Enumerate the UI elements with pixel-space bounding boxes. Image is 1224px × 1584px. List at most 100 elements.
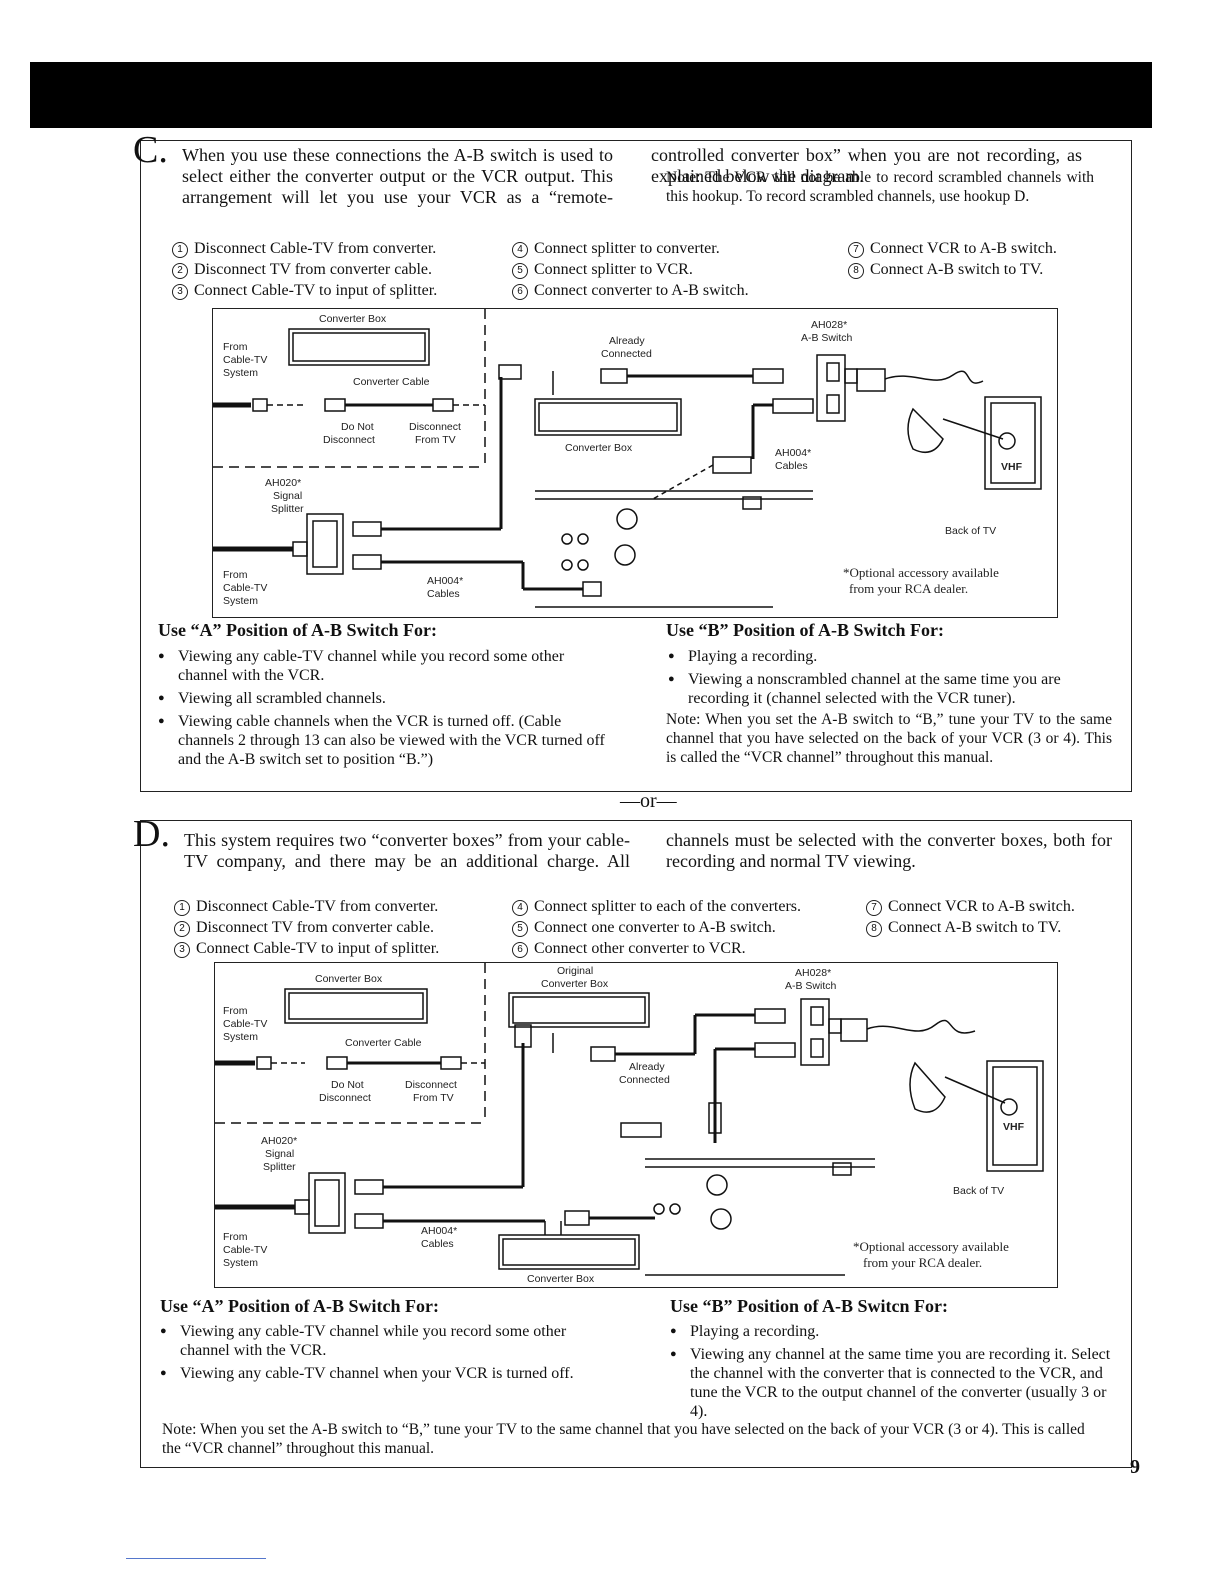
diag-c-from-cable-3: System <box>223 367 259 379</box>
diag-d-ah004-2: Cables <box>421 1238 454 1250</box>
list-item: Viewing any cable-TV channel while you r… <box>160 1322 612 1360</box>
list-item: Viewing a nonscrambled channel at the sa… <box>668 670 1112 708</box>
diag-d-ab-2: A-B Switch <box>785 980 837 992</box>
diag-d-do-not-1: Do Not <box>331 1079 364 1091</box>
diag-d-already-2: Connected <box>619 1074 670 1086</box>
diag-d-converter-box-bottom: Converter Box <box>527 1273 595 1285</box>
list-item: Playing a recording. <box>668 647 1112 666</box>
diag-d-original-2: Converter Box <box>541 978 609 990</box>
diag-c-do-not-2: Disconnect <box>323 434 375 446</box>
diag-c-converter-box-mid: Converter Box <box>565 442 633 454</box>
diag-d-already-1: Already <box>629 1061 665 1073</box>
diagram-d: Converter Box From Cable-TV System Conve… <box>214 962 1058 1288</box>
section-c-note: Note: The VCR will not be able to record… <box>666 169 1094 205</box>
bottom-divider <box>126 1558 266 1559</box>
diag-d-from-cable-2: Cable-TV <box>223 1018 268 1030</box>
diag-c-ah004-2: Cables <box>427 588 460 600</box>
diag-d-vhf: VHF <box>1003 1121 1024 1133</box>
section-d-use-b-list: Playing a recording. Viewing any channel… <box>670 1322 1120 1425</box>
diag-c-from-cable-1: From <box>223 341 248 353</box>
diag-c-do-not-1: Do Not <box>341 421 374 433</box>
diag-c-back-tv: Back of TV <box>945 525 997 537</box>
diagram-d-drawing <box>215 963 1044 1276</box>
diag-c-from-bottom-3: System <box>223 595 259 607</box>
diag-d-converter-cable: Converter Cable <box>345 1037 422 1049</box>
section-c-use-b-note: Note: When you set the A-B switch to “B,… <box>666 711 1112 766</box>
diag-c-vhf: VHF <box>1001 461 1022 473</box>
diag-d-disc-1: Disconnect <box>405 1079 457 1091</box>
list-item: Playing a recording. <box>670 1322 1120 1341</box>
diag-c-ah004r-1: AH004* <box>775 447 812 459</box>
diag-c-ab-1: AH028* <box>811 319 848 331</box>
header-black-bar <box>30 62 1152 128</box>
section-c-box <box>140 140 1132 792</box>
diag-d-optional-2: from your RCA dealer. <box>863 1255 983 1270</box>
diag-c-ab-2: A-B Switch <box>801 332 853 344</box>
diag-d-from-bottom-3: System <box>223 1257 259 1269</box>
section-d-box <box>140 820 1132 1468</box>
diag-c-already-1: Already <box>609 335 645 347</box>
diag-c-splitter-2: Signal <box>273 490 303 502</box>
diagram-c-drawing <box>213 309 1042 608</box>
diag-c-disc-1: Disconnect <box>409 421 461 433</box>
section-d-use-a-list: Viewing any cable-TV channel while you r… <box>160 1322 612 1387</box>
section-d-use-a-heading: Use “A” Position of A-B Switch For: <box>160 1296 439 1316</box>
diag-c-converter-cable: Converter Cable <box>353 376 430 388</box>
diag-d-original-1: Original <box>557 965 594 977</box>
section-d-note: Note: When you set the A-B switch to “B,… <box>162 1421 1085 1457</box>
diag-d-splitter-2: Signal <box>265 1148 295 1160</box>
diag-c-splitter-1: AH020* <box>265 477 302 489</box>
diag-d-back-tv: Back of TV <box>953 1185 1005 1197</box>
or-separator: —or— <box>620 790 677 812</box>
diag-c-ah004-1: AH004* <box>427 575 464 587</box>
diag-c-converter-box-top: Converter Box <box>319 313 387 325</box>
section-c-intro: When you use these connections the A-B s… <box>182 145 1082 207</box>
diag-d-disc-2: From TV <box>413 1092 454 1104</box>
diag-d-from-bottom-1: From <box>223 1231 248 1243</box>
list-item: Viewing any cable-TV channel when your V… <box>160 1364 612 1383</box>
section-d-letter: D. <box>133 813 170 855</box>
diag-d-converter-box-top: Converter Box <box>315 973 383 985</box>
diag-d-from-cable-1: From <box>223 1005 248 1017</box>
section-c-use-a-list: Viewing any cable-TV channel while you r… <box>158 647 608 773</box>
section-d-use-b-heading: Use “B” Position of A-B Switcn For: <box>670 1296 948 1316</box>
diag-d-splitter-3: Splitter <box>263 1161 296 1173</box>
list-item: Viewing any channel at the same time you… <box>670 1345 1120 1421</box>
section-d-intro: This system requires two “converter boxe… <box>184 830 1112 871</box>
diag-c-splitter-3: Splitter <box>271 503 304 515</box>
diag-c-from-bottom-1: From <box>223 569 248 581</box>
page-number: 9 <box>1130 1456 1140 1478</box>
diag-c-from-bottom-2: Cable-TV <box>223 582 268 594</box>
diag-c-disc-2: From TV <box>415 434 456 446</box>
diag-c-optional-2: from your RCA dealer. <box>849 581 969 596</box>
diag-d-from-cable-3: System <box>223 1031 259 1043</box>
section-c-letter: C. <box>133 129 168 171</box>
diag-d-optional-1: *Optional accessory available <box>853 1239 1009 1254</box>
section-c-use-b-heading: Use “B” Position of A-B Switch For: <box>666 620 944 640</box>
diag-d-do-not-2: Disconnect <box>319 1092 371 1104</box>
list-item: Viewing cable channels when the VCR is t… <box>158 712 608 769</box>
diagram-c: Converter Box From Cable-TV System Conve… <box>212 308 1058 618</box>
section-c-use-a-heading: Use “A” Position of A-B Switch For: <box>158 620 437 640</box>
diag-d-ah004-1: AH004* <box>421 1225 458 1237</box>
diag-c-optional-1: *Optional accessory available <box>843 565 999 580</box>
diag-c-from-cable-2: Cable-TV <box>223 354 268 366</box>
list-item: Viewing all scrambled channels. <box>158 689 608 708</box>
diag-c-ah004r-2: Cables <box>775 460 808 472</box>
